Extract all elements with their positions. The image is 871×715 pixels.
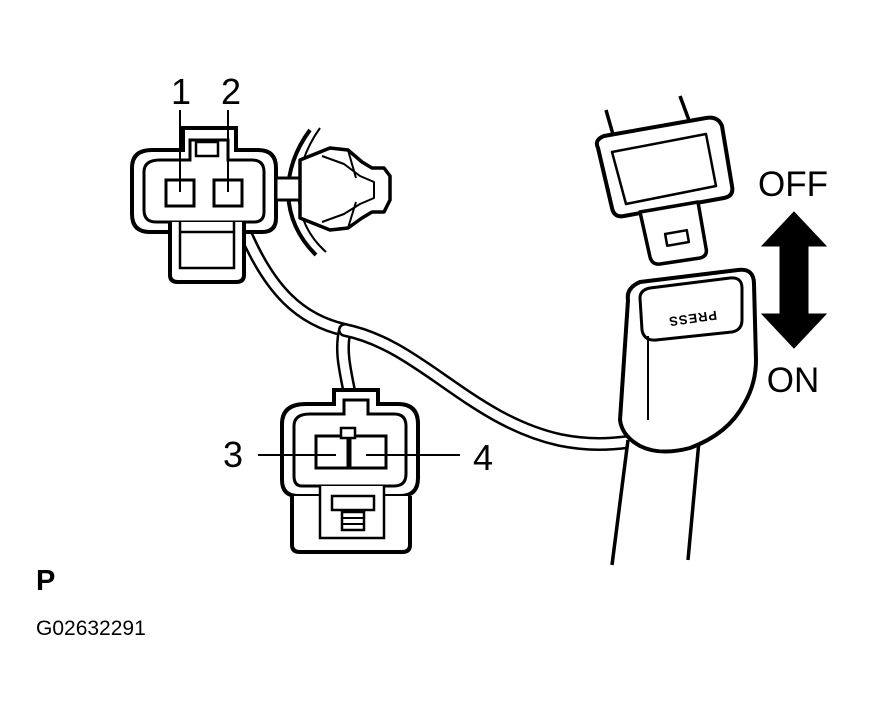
off-label: OFF — [758, 165, 828, 204]
mounting-clip — [274, 127, 392, 257]
wire-harness — [238, 225, 635, 562]
double-headed-vertical-arrow-icon — [760, 211, 828, 349]
seat-belt-buckle: PRESS — [618, 267, 758, 454]
on-label: ON — [767, 361, 820, 400]
lower-connector — [280, 388, 420, 554]
figure-letter: P — [36, 565, 55, 597]
pin-2-label: 2 — [221, 71, 241, 112]
pin-4-cavity — [348, 434, 388, 470]
pin-4-label: 4 — [473, 437, 493, 478]
belt-tongue-assembly — [594, 95, 735, 266]
figure-code: G02632291 — [36, 617, 146, 640]
pin-1-label: 1 — [171, 71, 191, 112]
pin-3-label: 3 — [223, 434, 243, 475]
belt-strap — [610, 429, 704, 566]
pin-1-2-leaders — [179, 110, 229, 192]
buckle-press-text: PRESS — [667, 308, 718, 330]
pin-3-cavity — [314, 434, 350, 470]
